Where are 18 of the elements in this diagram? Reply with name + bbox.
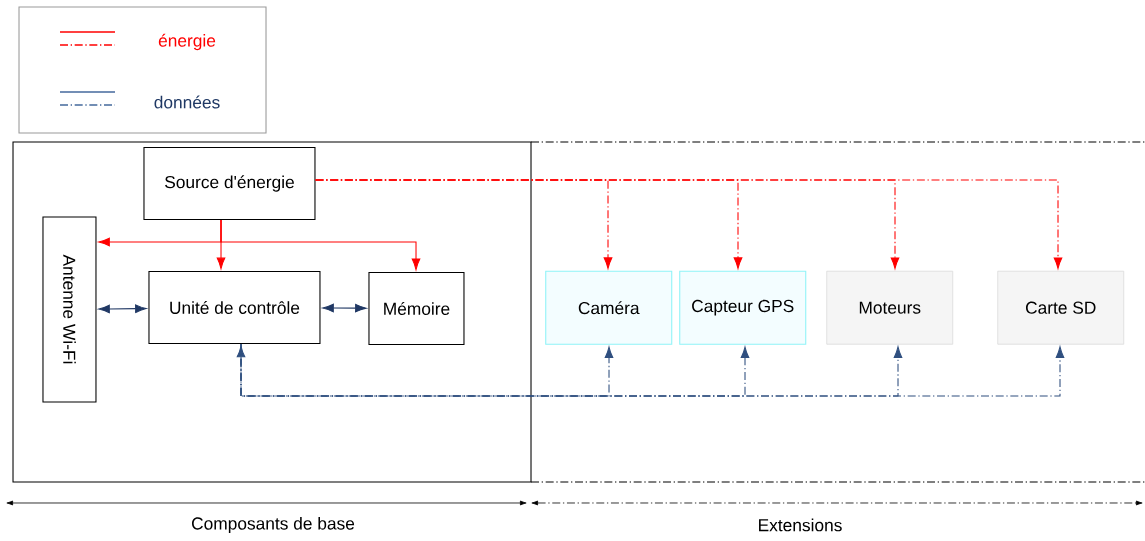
arrow (236, 345, 614, 397)
block-box: Moteurs (826, 270, 954, 345)
block-box: Carte SD (997, 270, 1125, 345)
arrow (314, 179, 1063, 269)
arrow (220, 219, 421, 271)
legend-label: énergie (158, 33, 216, 51)
arrow (240, 343, 1065, 397)
region-label: Composants de base (192, 516, 355, 534)
block-box: Caméra (545, 270, 673, 345)
region-label: Extensions (759, 518, 842, 532)
block-box: Capteur GPS (679, 270, 807, 345)
block-box: Antenne Wi-Fi (42, 216, 97, 403)
block-box: Source d'énergie (143, 146, 316, 220)
block-box: Mémoire (368, 271, 465, 345)
arrow (322, 303, 367, 313)
legend-label: données (154, 95, 220, 109)
block-box: Unité de contrôle (148, 270, 321, 344)
arrow (98, 304, 147, 314)
